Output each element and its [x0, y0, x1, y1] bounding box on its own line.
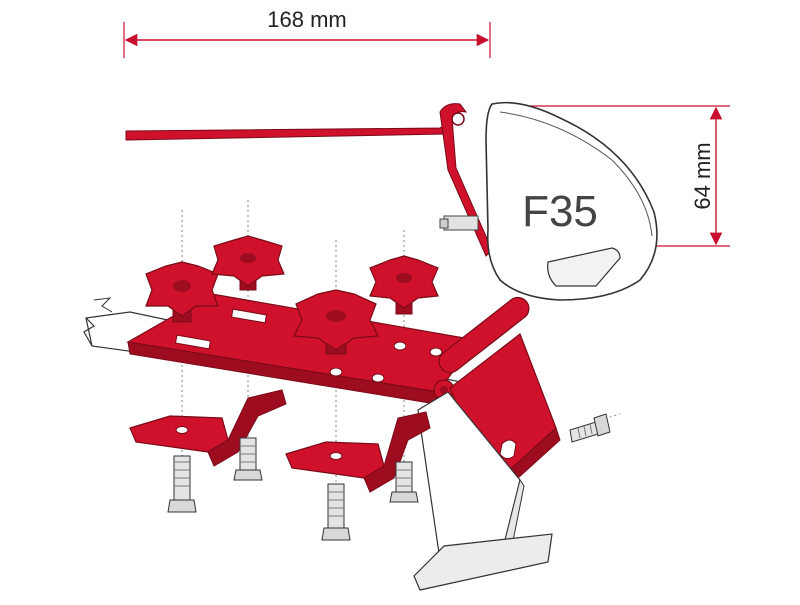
star-knob-4 [369, 255, 439, 315]
clamp-bracket-2 [285, 411, 431, 493]
width-dimension-label: 168 mm [267, 7, 346, 32]
width-dimension: 168 mm [123, 7, 491, 58]
star-knob-3 [293, 289, 379, 355]
support-pillar [413, 391, 553, 591]
bolt-1 [167, 455, 197, 513]
clamp-bracket-1 [129, 389, 287, 467]
height-dimension-label: 64 mm [690, 142, 715, 209]
star-knob-1 [145, 261, 219, 323]
bolt-2 [233, 437, 263, 481]
awning-case: F35 [125, 101, 658, 301]
mounting-plate [126, 293, 530, 405]
side-screw [569, 413, 611, 443]
star-knob-2 [211, 235, 285, 291]
bolt-4 [389, 461, 419, 503]
model-label: F35 [522, 187, 598, 236]
bolt-3 [321, 483, 351, 541]
